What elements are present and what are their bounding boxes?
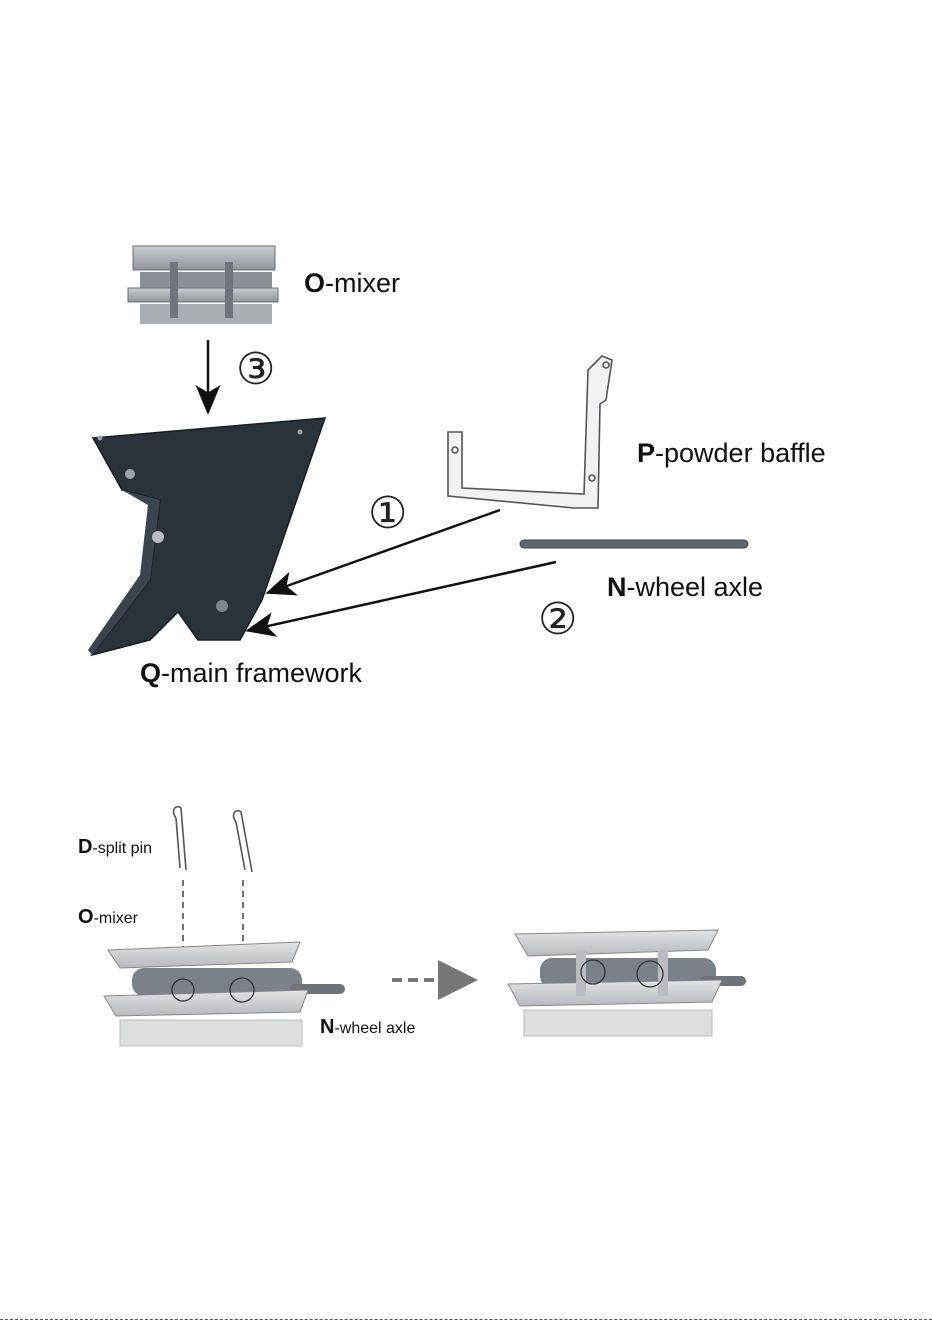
powder-baffle-label: P-powder baffle [637,438,826,469]
bottom-wheel-axle-label: N-wheel axle [320,1016,415,1039]
step-1-marker: ① [368,488,407,539]
page-edge-rule [0,1319,932,1320]
step-2-arrow [250,562,556,630]
mixer-assembly-before [104,942,345,1046]
mixer-assembly-after [508,930,746,1036]
mixer-part [128,246,278,324]
split-pin-part [173,807,252,872]
wheel-axle-part [520,540,748,548]
powder-baffle-part [448,356,612,508]
mixer-label: O-mixer [304,268,400,299]
main-framework-label: Q-main framework [140,658,362,689]
step-3-marker: ③ [236,344,275,395]
bottom-mixer-label: O-mixer [78,906,138,929]
step-2-marker: ② [538,594,577,645]
split-pin-label: D-split pin [78,836,152,859]
wheel-axle-label: N-wheel axle [607,572,763,603]
main-framework-part [88,418,325,655]
